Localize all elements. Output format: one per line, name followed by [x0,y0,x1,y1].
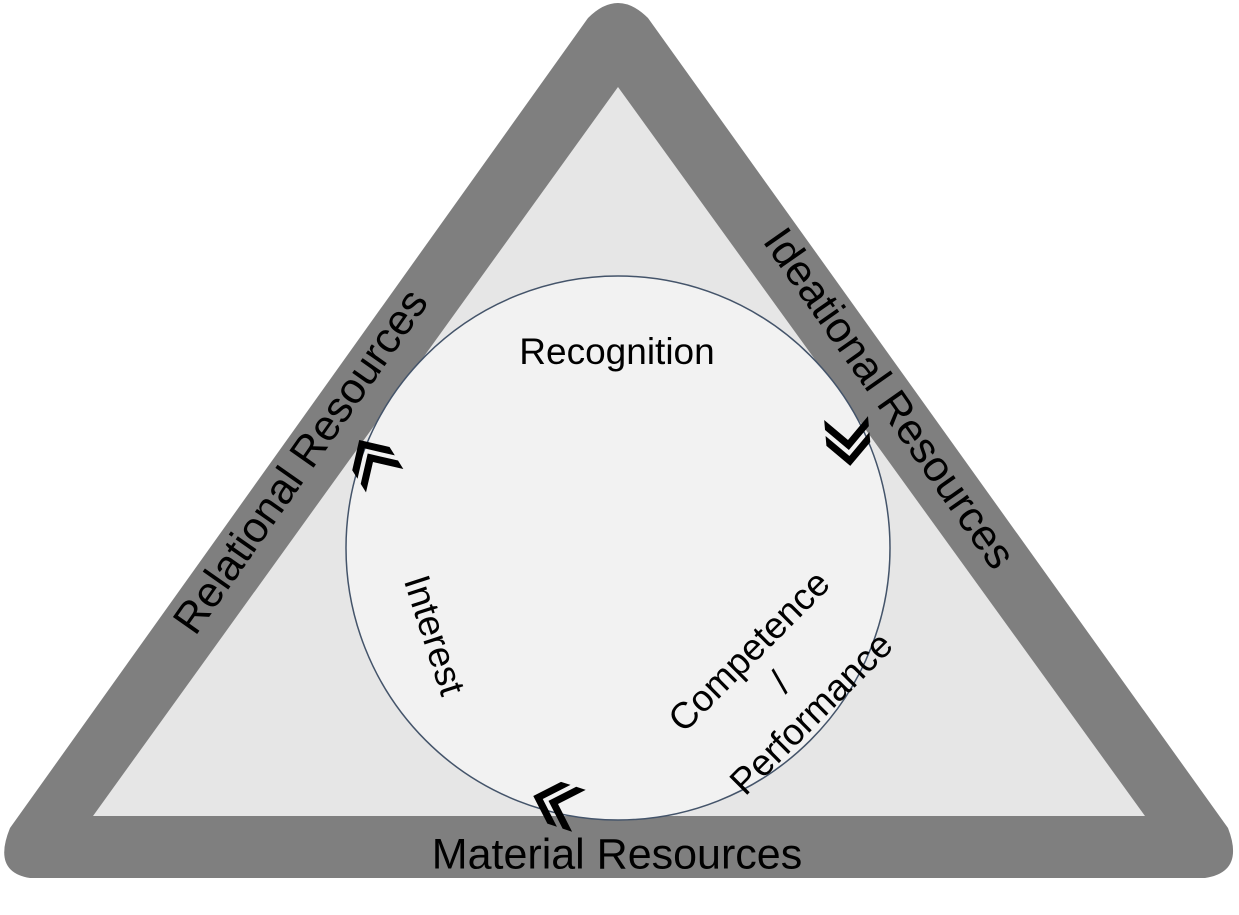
identity-circle [345,275,891,821]
double-chevron-icon [824,416,871,466]
double-chevron-icon [352,439,404,493]
recognition-label: Recognition [519,331,714,372]
material-resources-label: Material Resources [432,830,802,878]
double-chevron-icon [533,781,586,832]
